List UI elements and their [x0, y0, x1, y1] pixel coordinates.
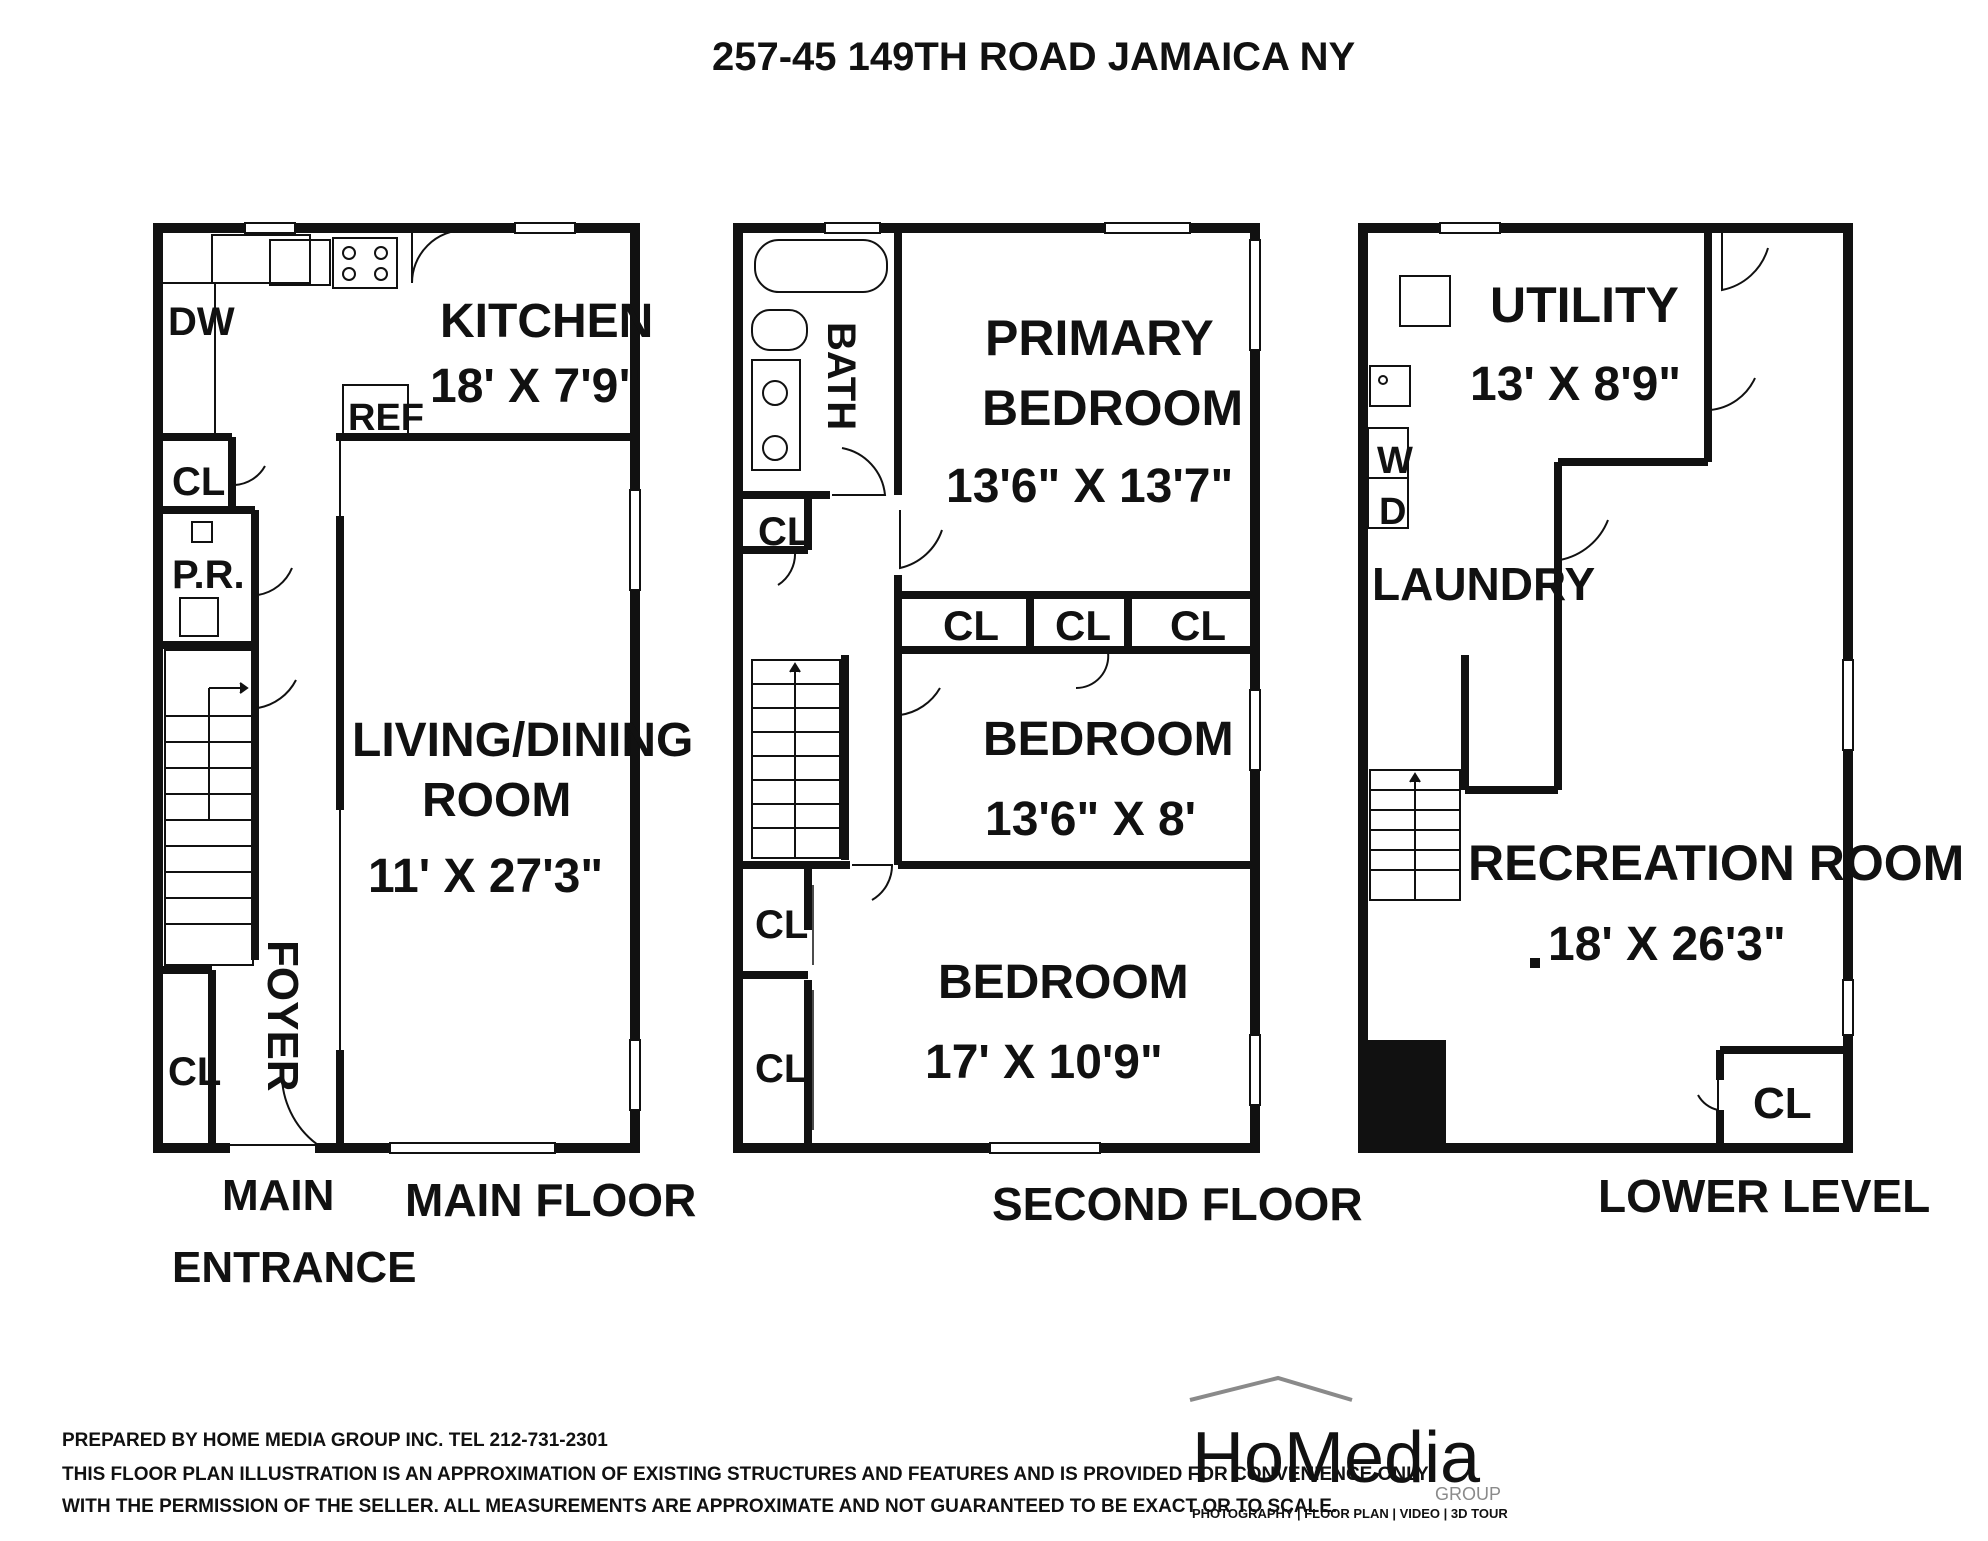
closet-label: CL [168, 1050, 221, 1094]
primary-bedroom-dimensions: 13'6" X 13'7" [946, 460, 1233, 513]
refrigerator-label: REF [348, 397, 424, 439]
bedroom-name: BEDROOM [938, 956, 1189, 1009]
main-entrance-label: MAIN [222, 1171, 334, 1220]
living-dining-name: LIVING/DINING [352, 714, 693, 767]
dryer-label: D [1379, 491, 1406, 533]
disclaimer-line-1: THIS FLOOR PLAN ILLUSTRATION IS AN APPRO… [62, 1464, 1429, 1485]
bedroom-name: BEDROOM [983, 713, 1234, 766]
main-floor-windows [244, 222, 641, 1154]
laundry-label: LAUNDRY [1372, 558, 1595, 610]
kitchen-sink-icon [269, 239, 311, 286]
bedroom-dimensions: 17' X 10'9" [925, 1036, 1163, 1089]
lower-level-stairs [1369, 769, 1461, 901]
mechanical-block [1363, 1040, 1446, 1148]
washer-label: W [1377, 440, 1413, 482]
second-floor-stairs [751, 659, 841, 859]
closet-label: CL [1170, 602, 1226, 649]
closet-label: CL [172, 460, 225, 504]
main-floor-label: MAIN FLOOR [405, 1174, 696, 1226]
roof-icon [1189, 1375, 1353, 1402]
bath-label: BATH [819, 322, 863, 430]
lower-level-interior-walls [1461, 228, 1848, 1148]
water-heater-icon [1399, 275, 1451, 327]
disclaimer-line-2: WITH THE PERMISSION OF THE SELLER. ALL M… [62, 1496, 1337, 1517]
stove-icon [332, 237, 398, 289]
second-floor-walls [733, 223, 1260, 1153]
utility-dimensions: 13' X 8'9" [1470, 358, 1681, 411]
kitchen-dimensions: 18' X 7'9" [430, 360, 641, 413]
primary-bedroom-name: PRIMARY [985, 310, 1214, 366]
utility-sink-icon [1369, 365, 1411, 407]
page-title: 257-45 149TH ROAD JAMAICA NY [712, 35, 1355, 79]
closet-label: CL [943, 602, 999, 649]
dishwasher-label: DW [168, 300, 235, 344]
prepared-by-text: PREPARED BY HOME MEDIA GROUP INC. TEL 21… [62, 1430, 608, 1451]
recreation-room-name: RECREATION ROOM [1468, 835, 1964, 891]
utility-name: UTILITY [1490, 277, 1679, 333]
main-floor-stairs [164, 649, 254, 966]
lower-level-doors [1559, 230, 1769, 1112]
bedroom-dimensions: 13'6" X 8' [985, 793, 1196, 846]
second-floor-windows [824, 222, 1261, 1154]
logo-tagline: PHOTOGRAPHY | FLOOR PLAN | VIDEO | 3D TO… [1192, 1506, 1508, 1521]
recreation-room-dimensions: 18' X 26'3" [1548, 918, 1786, 971]
main-floor-plan: DW KITCHEN 18' X 7'9" REF CL P.R. LIVING… [153, 222, 696, 1292]
footer-disclaimer: PREPARED BY HOME MEDIA GROUP INC. TEL 21… [62, 1430, 1429, 1517]
living-dining-dimensions: 11' X 27'3" [368, 850, 603, 903]
main-floor-doors [230, 229, 466, 1146]
second-floor-label: SECOND FLOOR [992, 1178, 1363, 1230]
second-floor-doors [758, 447, 1110, 1130]
closet-label: CL [755, 1047, 808, 1091]
second-floor-interior-walls [738, 228, 1255, 1148]
primary-bedroom-name-line2: BEDROOM [982, 380, 1243, 436]
toilet-icon [751, 309, 808, 351]
logo-wordmark-media: Media [1284, 1418, 1481, 1498]
bath-fixtures [751, 239, 888, 471]
main-entrance-label-line2: ENTRANCE [172, 1243, 416, 1292]
logo-wordmark-ho: Ho [1192, 1418, 1284, 1498]
lower-level-windows [1439, 222, 1854, 1036]
closet-label: CL [758, 510, 811, 554]
column-marker [1530, 958, 1540, 968]
closet-label: CL [1753, 1079, 1812, 1128]
closet-label: CL [755, 903, 808, 947]
kitchen-name: KITCHEN [440, 295, 653, 348]
living-dining-name-line2: ROOM [422, 774, 571, 827]
lower-level-label: LOWER LEVEL [1598, 1170, 1930, 1222]
main-floor-walls [153, 223, 640, 1153]
lower-level-plan: UTILITY 13' X 8'9" W D LAUNDRY RECREATIO… [1358, 222, 1964, 1222]
logo-group-text: GROUP [1435, 1484, 1501, 1504]
homedia-logo: Ho Media GROUP PHOTOGRAPHY | FLOOR PLAN … [1189, 1375, 1508, 1521]
foyer-label: FOYER [258, 940, 307, 1092]
closet-label: CL [1055, 602, 1111, 649]
refrigerator-icon [342, 384, 409, 436]
second-floor-plan: BATH PRIMARY BEDROOM 13'6" X 13'7" CL CL… [733, 222, 1363, 1230]
powder-room-label: P.R. [172, 553, 245, 597]
